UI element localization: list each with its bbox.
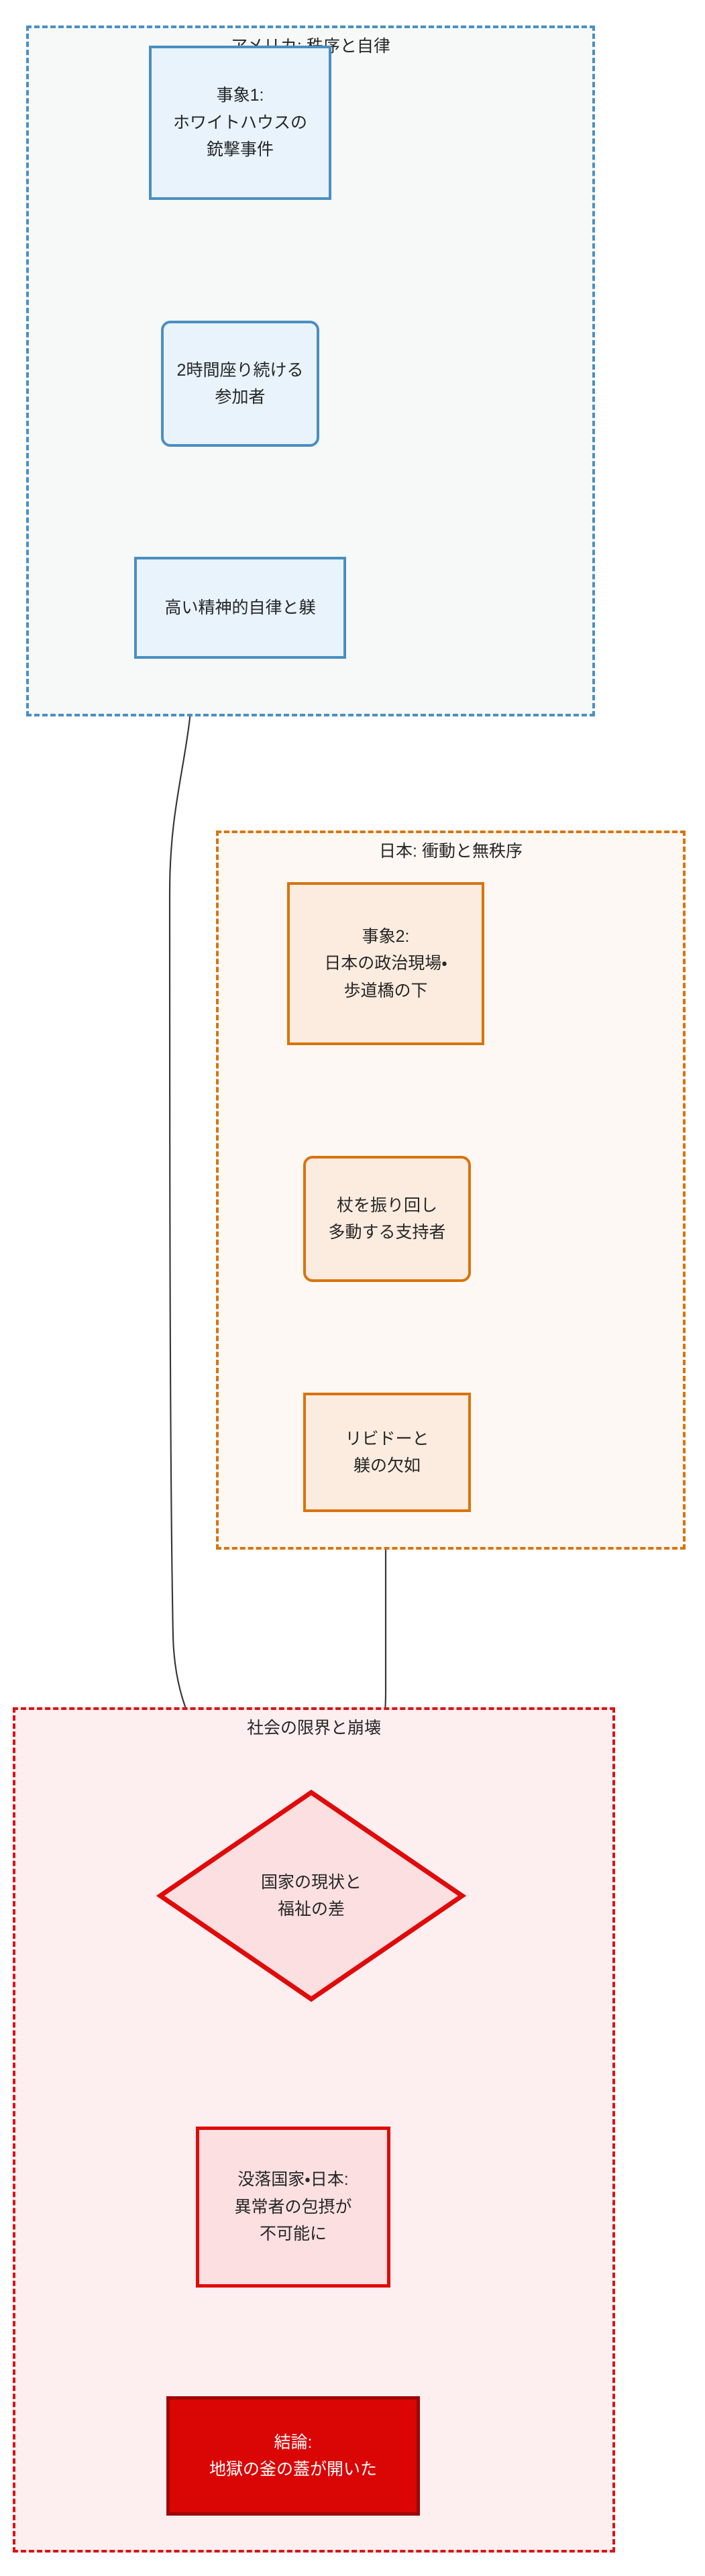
node-swinging[interactable]: 杖を振り回し 多動する支持者: [303, 1156, 471, 1282]
node-sitting-line-1: 2時間座り続ける: [176, 360, 304, 380]
node-conclusion-line-1: 結論:: [274, 2432, 313, 2452]
node-event1[interactable]: 事象1: ホワイトハウスの 銃撃事件: [149, 46, 331, 200]
node-fallen-state-line-1: 没落国家・日本:: [237, 2170, 349, 2190]
node-fallen-state-line-2: 異常者の包摂が: [234, 2197, 352, 2216]
node-swinging-line-2: 多動する支持者: [328, 1223, 446, 1242]
node-libido[interactable]: リビドーと 躾の欠如: [303, 1393, 471, 1512]
node-event2-line-1: 事象2:: [362, 926, 410, 946]
node-sitting[interactable]: 2時間座り続ける 参加者: [161, 321, 319, 447]
node-fallen-state[interactable]: 没落国家・日本: 異常者の包摂が 不可能に: [196, 2127, 390, 2288]
node-libido-line-2: 躾の欠如: [353, 1456, 421, 1475]
node-discipline[interactable]: 高い精神的自律と躾: [134, 557, 346, 659]
node-event2-line-2: 日本の政治現場・: [324, 954, 447, 973]
cluster-japan-title: 日本: 衝動と無秩序: [379, 842, 523, 861]
node-conclusion[interactable]: 結論: 地獄の釜の蓋が開いた: [166, 2396, 420, 2516]
node-swinging-line-1: 杖を振り回し: [336, 1195, 437, 1215]
node-event2[interactable]: 事象2: 日本の政治現場・ 歩道橋の下: [287, 882, 484, 1045]
diamond-shape: [156, 1789, 466, 2002]
cluster-collapse-title: 社会の限界と崩壊: [246, 1719, 381, 1737]
node-event2-line-3: 歩道橋の下: [343, 981, 428, 1000]
node-event1-line-3: 銃撃事件: [206, 140, 274, 160]
node-compare-diamond[interactable]: 国家の現状と 福祉の差: [156, 1788, 466, 2003]
node-sitting-line-2: 参加者: [215, 388, 266, 407]
node-event1-line-2: ホワイトハウスの: [172, 113, 307, 132]
node-conclusion-line-2: 地獄の釜の蓋が開いた: [209, 2460, 377, 2479]
node-event1-line-1: 事象1:: [216, 86, 264, 105]
node-discipline-line-1: 高い精神的自律と躾: [164, 598, 316, 617]
node-fallen-state-line-3: 不可能に: [259, 2224, 327, 2244]
node-libido-line-1: リビドーと: [345, 1429, 429, 1448]
